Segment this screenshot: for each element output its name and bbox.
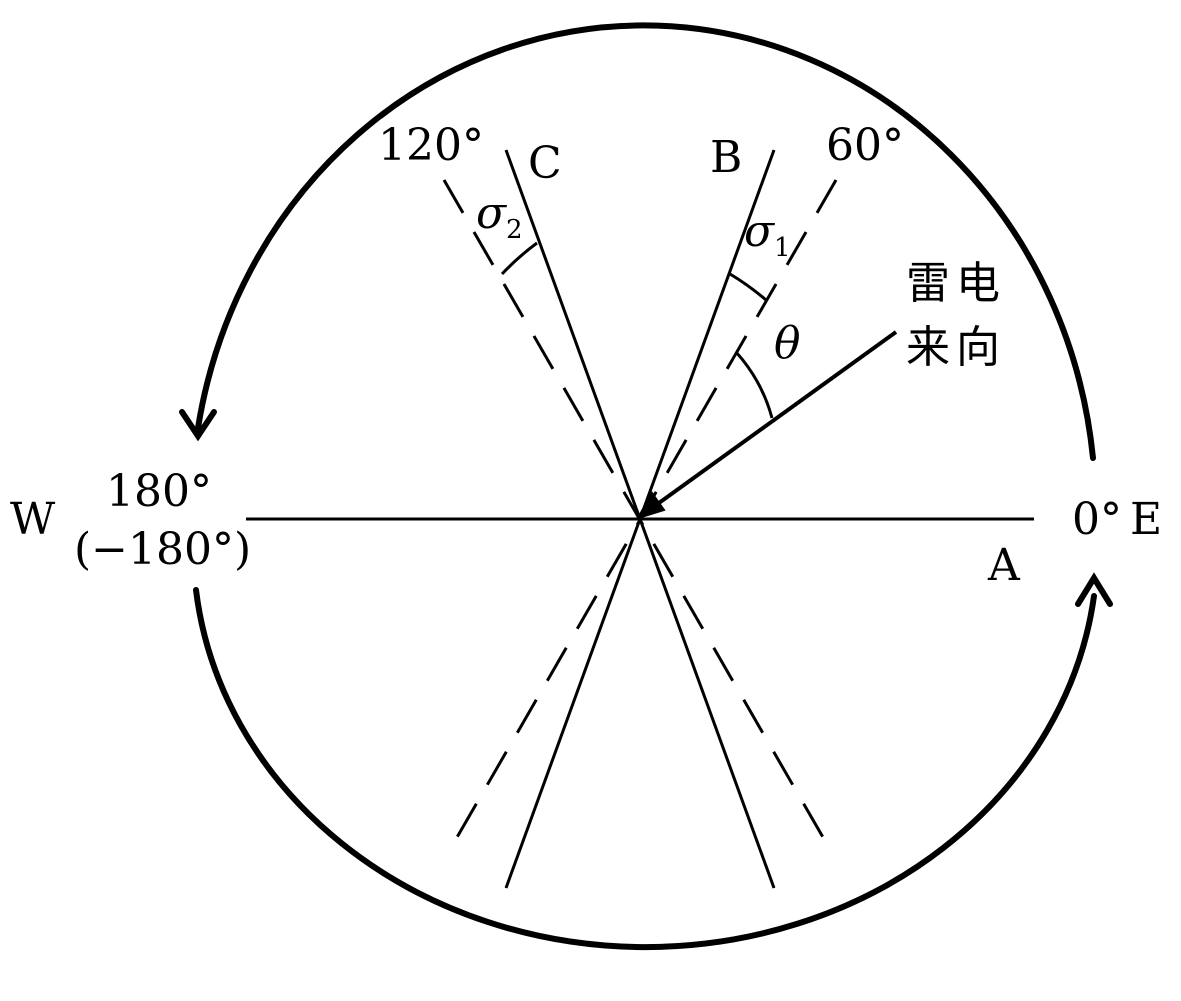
west-arrowhead-icon [179, 409, 217, 442]
west-angle-alt-label: (−180°) [74, 524, 251, 575]
rotation-arcs [179, 22, 1113, 951]
sigma-2-index: 2 [506, 215, 523, 245]
lightning-direction-line [650, 330, 898, 510]
sigma-2-arc [500, 241, 538, 276]
conductor-a-label: A [987, 540, 1021, 591]
lower-rotation-arc [193, 587, 1097, 951]
west-direction-label: W [10, 494, 56, 545]
ref-120-line [442, 179, 830, 847]
sigma-1-label: σ1 [744, 206, 791, 263]
angle-arcs [500, 241, 774, 419]
ref-120-label: 120° [378, 120, 484, 171]
sigma-1-index: 1 [774, 233, 791, 263]
upper-rotation-arc [195, 22, 1096, 461]
lightning-label-line1: 雷电 [906, 258, 1006, 309]
ref-60-label: 60° [826, 120, 904, 171]
lightning-arrowhead-icon [635, 491, 666, 520]
lightning-label-line2: 来向 [906, 322, 1006, 373]
sigma-2-label: σ2 [476, 188, 523, 245]
east-arrowhead-icon [1075, 572, 1113, 607]
east-direction-label: E [1130, 494, 1162, 545]
theta-label: θ [774, 318, 801, 369]
west-angle-label: 180° [106, 466, 212, 517]
lightning-direction [635, 330, 898, 520]
theta-arc [734, 350, 774, 419]
sigma-1-arc [729, 272, 767, 302]
labels: 120° C B 60° σ2 σ1 θ 雷电 来向 W 180° (−180°… [10, 120, 1162, 591]
sigma-1-symbol: σ [744, 206, 776, 257]
sigma-2-symbol: σ [476, 188, 508, 239]
conductor-c-label: C [528, 138, 562, 189]
conductor-b-label: B [710, 132, 742, 183]
east-angle-label: 0° [1072, 494, 1122, 545]
